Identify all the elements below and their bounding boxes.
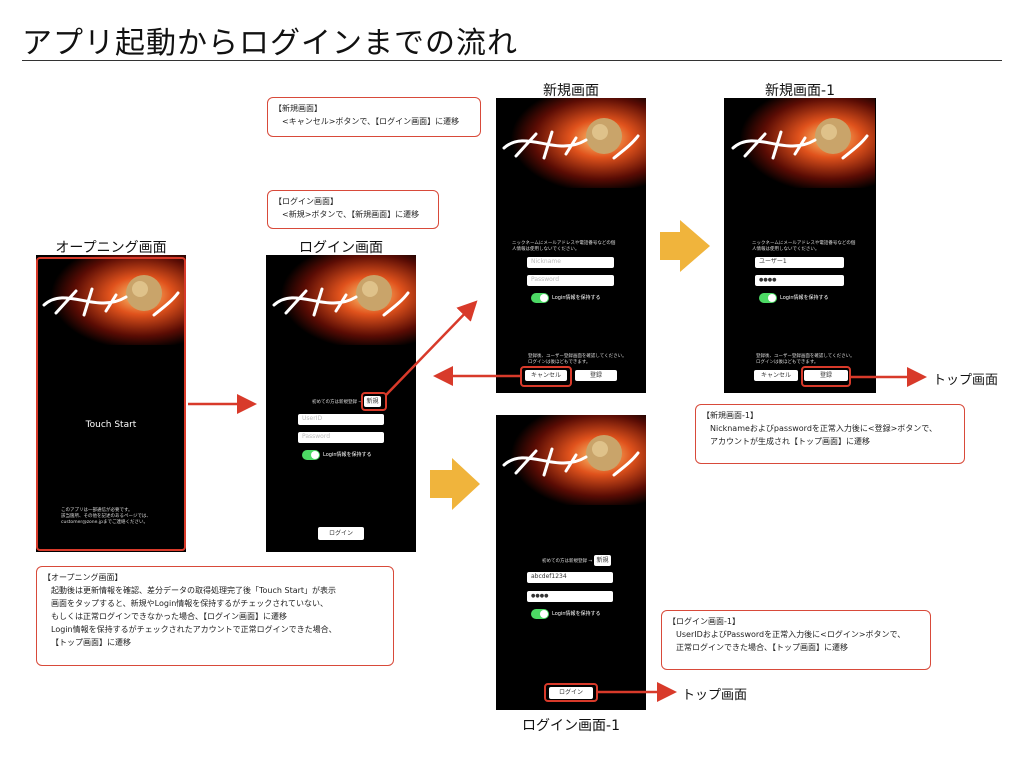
app-logo-image: [496, 415, 646, 505]
register-terms-1: 登録後、ユーザー登録画面を確認してください。: [756, 354, 855, 359]
keep-login-toggle[interactable]: [302, 450, 320, 460]
register-screen-label: 新規画面: [543, 83, 599, 99]
register-desc-2: 人情報は使用しないでください。: [752, 247, 820, 252]
register-desc-1: ニックネームにメールアドレスや電話番号などの個: [512, 241, 616, 246]
login-screen: 初めての方は新規登録 → 新規 UserID Password Login情報を…: [266, 255, 416, 552]
arrow-login-to-register: [385, 300, 478, 396]
login-screen-label: ログイン画面: [299, 240, 383, 256]
password-input[interactable]: ●●●●: [755, 275, 844, 286]
opening-screen: Touch Start このアプリは一部通信が必要です。 該当箇所、その他を記述…: [36, 255, 186, 552]
password-input[interactable]: Password: [298, 432, 384, 443]
note-login1-line-1: UserIDおよびPasswordを正常入力後に<ログイン>ボタンで、: [676, 630, 906, 639]
first-time-text: 初めての方は新規登録 →: [312, 400, 363, 405]
register-screen: ニックネームにメールアドレスや電話番号などの個 人情報は使用しないでください。 …: [496, 98, 646, 393]
note-register1-line-2: アカウントが生成され【トップ画面】に遷移: [710, 437, 870, 446]
opening-screen-label: オープニング画面: [55, 240, 167, 256]
app-logo-image: [496, 98, 646, 188]
note-register-title: 【新規画面】: [274, 104, 322, 113]
flow-arrow-login-to-login1: [430, 458, 480, 510]
login-button[interactable]: ログイン: [318, 527, 364, 540]
opening-footer-2: 該当箇所、その他を記述のあるページでは、: [61, 514, 151, 519]
note-register1-title: 【新規画面-1】: [702, 411, 758, 420]
register-terms-2: ログインは後ほどもできます。: [756, 360, 819, 365]
login-button[interactable]: ログイン: [549, 687, 593, 699]
note-opening-line-4: Login情報を保持するがチェックされたアカウントで正常ログインできた場合、: [51, 625, 337, 634]
userid-input[interactable]: abcdef1234: [527, 572, 613, 583]
note-register1: 【新規画面-1】 Nicknameおよびpasswordを正常入力後に<登録>ボ…: [695, 404, 965, 464]
cancel-button[interactable]: キャンセル: [525, 370, 567, 381]
register-terms-1: 登録後、ユーザー登録画面を確認してください。: [528, 354, 627, 359]
password-input[interactable]: ●●●●: [527, 591, 613, 602]
login1-screen-label: ログイン画面-1: [522, 718, 620, 734]
register-desc-1: ニックネームにメールアドレスや電話番号などの個: [752, 241, 856, 246]
keep-login-label: Login情報を保持する: [323, 452, 372, 458]
login-button-highlight: [544, 683, 598, 702]
opening-footer-3: customer@zone.jpまでご連絡ください。: [61, 520, 148, 525]
page-title: アプリ起動からログインまでの流れ: [22, 26, 518, 61]
top-screen-label-bottom: トップ画面: [682, 688, 748, 703]
note-login-body: <新規>ボタンで、【新規画面】に遷移: [282, 210, 420, 219]
note-register: 【新規画面】 <キャンセル>ボタンで、【ログイン画面】に遷移: [267, 97, 481, 137]
note-login1-title: 【ログイン画面-1】: [668, 617, 740, 626]
keep-login-label: Login情報を保持する: [780, 295, 829, 301]
new-button[interactable]: 新規: [364, 396, 381, 407]
flow-arrow-register-to-register1: [660, 220, 710, 272]
touch-start-text[interactable]: Touch Start: [85, 420, 137, 430]
keep-login-toggle[interactable]: [531, 293, 549, 303]
note-opening-title: 【オープニング画面】: [43, 573, 123, 582]
opening-footer-1: このアプリは一部通信が必要です。: [61, 508, 133, 513]
note-opening: 【オープニング画面】 起動後は更新情報を確認、差分データの取得処理完了後「Tou…: [36, 566, 394, 666]
nickname-input[interactable]: ユーザー1: [755, 257, 844, 268]
app-logo-image: [36, 255, 186, 345]
note-opening-line-2: 画面をタップすると、新規やLogin情報を保持するがチェックされていない、: [51, 599, 329, 608]
note-opening-line-1: 起動後は更新情報を確認、差分データの取得処理完了後「Touch Start」が表…: [51, 586, 337, 595]
keep-login-toggle[interactable]: [531, 609, 549, 619]
cancel-button[interactable]: キャンセル: [754, 370, 798, 381]
title-divider: [22, 60, 1002, 61]
opening-screen-highlight: [36, 257, 186, 551]
keep-login-label: Login情報を保持する: [552, 295, 601, 301]
note-login1-line-2: 正常ログインできた場合、【トップ画面】に遷移: [676, 643, 848, 652]
register-desc-2: 人情報は使用しないでください。: [512, 247, 580, 252]
login1-screen: 初めての方は新規登録 → 新規 abcdef1234 ●●●● Login情報を…: [496, 415, 646, 710]
userid-input[interactable]: UserID: [298, 414, 384, 425]
top-screen-label-right: トップ画面: [933, 373, 999, 388]
register-button[interactable]: 登録: [575, 370, 617, 381]
register1-screen: ニックネームにメールアドレスや電話番号などの個 人情報は使用しないでください。 …: [724, 98, 876, 393]
register-button-highlight: [801, 366, 851, 387]
note-login-title: 【ログイン画面】: [274, 197, 338, 206]
app-logo-image: [266, 255, 416, 345]
new-button[interactable]: 新規: [594, 555, 611, 566]
register-terms-2: ログインは後ほどもできます。: [528, 360, 591, 365]
register-button[interactable]: 登録: [804, 370, 848, 381]
note-register1-line-1: Nicknameおよびpasswordを正常入力後に<登録>ボタンで、: [710, 424, 937, 433]
new-button-highlight: [361, 392, 387, 411]
register1-screen-label: 新規画面-1: [765, 83, 835, 99]
app-logo-image: [725, 98, 875, 188]
note-login1: 【ログイン画面-1】 UserIDおよびPasswordを正常入力後に<ログイン…: [661, 610, 931, 670]
password-input[interactable]: Password: [527, 275, 614, 286]
note-register-body: <キャンセル>ボタンで、【ログイン画面】に遷移: [282, 117, 460, 126]
note-login: 【ログイン画面】 <新規>ボタンで、【新規画面】に遷移: [267, 190, 439, 229]
keep-login-label: Login情報を保持する: [552, 611, 601, 617]
note-opening-line-5: 【トップ画面】に遷移: [51, 638, 131, 647]
note-opening-line-3: もしくは正常ログインできなかった場合、【ログイン画面】に遷移: [51, 612, 287, 621]
cancel-button-highlight: [520, 366, 572, 387]
first-time-text: 初めての方は新規登録 →: [542, 559, 593, 564]
nickname-input[interactable]: Nickname: [527, 257, 614, 268]
keep-login-toggle[interactable]: [759, 293, 777, 303]
